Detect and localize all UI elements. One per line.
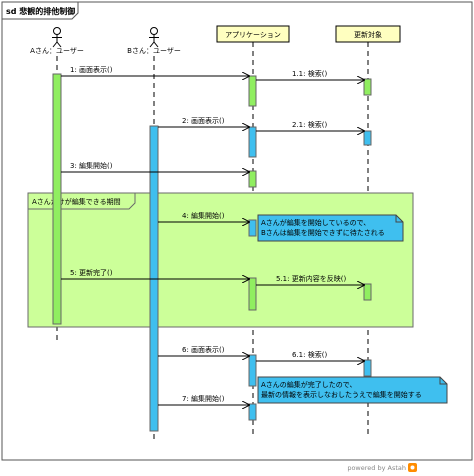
activation-target-2-1 [363, 130, 372, 146]
activation-app-5 [248, 277, 257, 311]
actor-b-head [150, 27, 158, 35]
message-6-1-label: 6.1: 検索() [292, 350, 327, 359]
message-1-1-label: 1.1: 検索() [292, 69, 327, 78]
note-1-line-2: Bさんは編集を開始できずに待たされる [261, 228, 385, 237]
activation-target-5-1 [363, 283, 372, 301]
activation-app-4 [248, 219, 257, 237]
object-update-target-name: 更新対象 [354, 30, 382, 39]
message-2-1-label: 2.1: 検索() [292, 120, 327, 129]
message-3-label: 3: 編集開始() [70, 161, 113, 170]
activation-target-6-1 [363, 359, 372, 377]
message-6-label: 6: 画面表示() [182, 345, 225, 354]
message-5-label: 5: 更新完了() [70, 268, 113, 277]
actor-a [52, 27, 62, 48]
activation-app-6 [248, 354, 257, 387]
actor-a-head [53, 27, 61, 35]
activation-app-1 [248, 75, 257, 107]
actor-b-name: Bさん：ユーザー [127, 47, 181, 55]
note-1 [257, 214, 404, 242]
note-2-fold [439, 377, 447, 385]
note-1-line-1: Aさんが編集を開始しているので、 [261, 218, 370, 227]
actor-b [149, 27, 159, 48]
note-2-line-2: 最新の情報を表示しなおしたうえで編集を開始する [261, 390, 422, 399]
note-2 [257, 376, 448, 404]
message-2-label: 2: 画面表示() [182, 116, 225, 125]
activation-app-2 [248, 126, 257, 158]
astah-logo-icon [408, 463, 417, 472]
message-1-label: 1: 画面表示() [70, 65, 113, 74]
message-5-1-label: 5.1: 更新内容を反映() [276, 274, 346, 283]
message-4-label: 4: 編集開始() [182, 211, 225, 220]
actor-a-name: Aさん：ユーザー [30, 47, 84, 55]
frame-label-tab [1, 1, 79, 20]
note-2-line-1: Aさんの編集が完了したので、 [261, 380, 357, 389]
activation-a [52, 73, 62, 325]
message-7-label: 7: 編集開始() [182, 394, 225, 403]
object-application-name: アプリケーション [225, 31, 281, 39]
activation-target-1-1 [363, 78, 372, 96]
note-1-fold [395, 215, 403, 223]
footer-text: powered by Astah [347, 464, 406, 472]
fragment-label: Aさんだけが編集できる期間 [32, 197, 121, 206]
frame-label: sd 悲観的排他制御 [6, 6, 75, 16]
activation-app-3 [248, 170, 257, 188]
activation-app-7 [248, 403, 257, 421]
